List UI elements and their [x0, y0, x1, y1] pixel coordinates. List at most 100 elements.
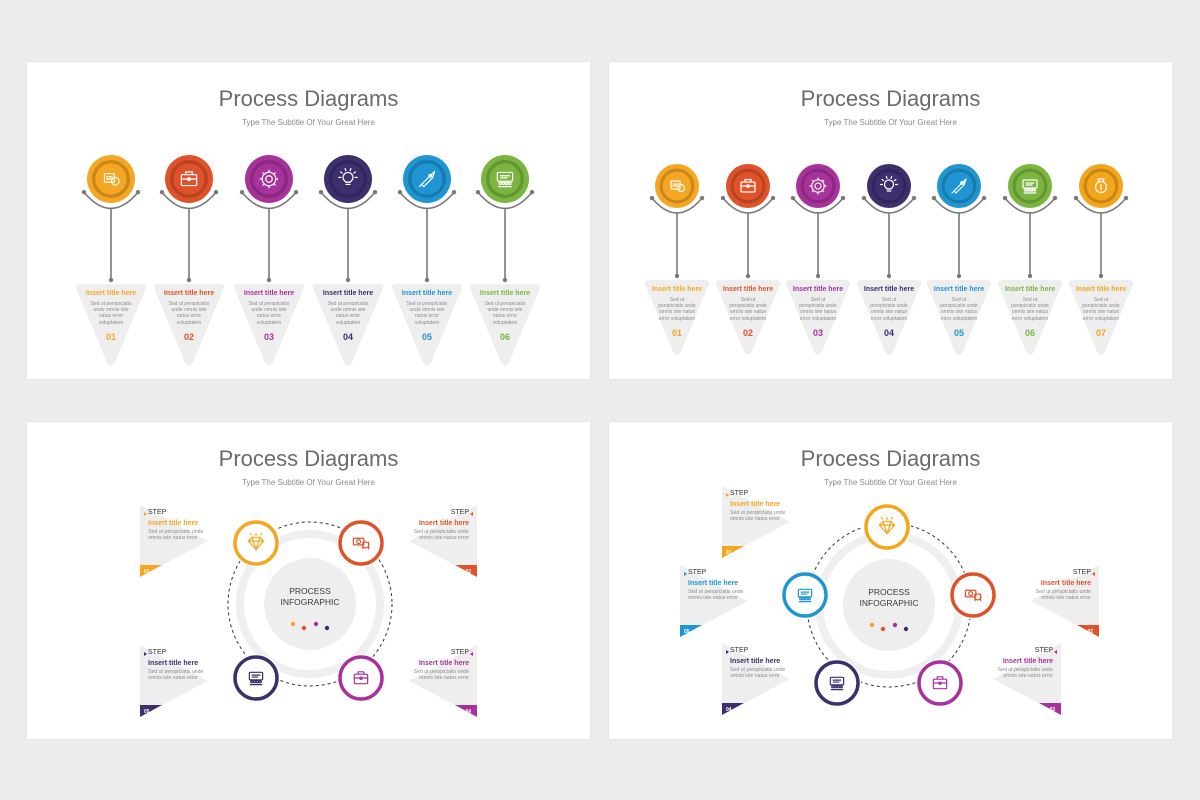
step-title: Insert title here: [163, 290, 215, 297]
pin-arc: [320, 191, 376, 209]
money-icon: [964, 589, 982, 602]
pin-arc-end-left: [1002, 195, 1008, 201]
process-pin-04: [312, 155, 384, 366]
triangle-panel: [233, 284, 305, 366]
step-label: STEP: [688, 569, 707, 576]
pin-stem-end: [674, 273, 680, 279]
step-desc: Sed ut perspiciatis unde omnis iste natu…: [90, 301, 132, 326]
step-number: 04: [465, 709, 471, 715]
step-label: STEP: [148, 649, 167, 656]
pin-arc-end-left: [931, 195, 937, 201]
process-pin-06: [997, 164, 1063, 355]
center-dot: [290, 621, 296, 627]
step-desc: Sed ut perspiciatis unde omnis iste natu…: [658, 297, 696, 322]
step-title: Insert title here: [863, 286, 915, 293]
step-number: 05: [144, 709, 150, 715]
pin-stem-end: [108, 277, 114, 283]
slide-2-art: [644, 164, 1134, 355]
pin-arc: [241, 191, 297, 209]
pin-arc: [477, 191, 533, 209]
triangle-panel: [75, 284, 147, 366]
node-circle: [864, 504, 910, 550]
step-title: Insert title here: [1075, 286, 1127, 293]
pin-stem-end: [502, 277, 508, 283]
node-circle: [233, 655, 279, 701]
slide-title: Process Diagrams: [218, 446, 399, 471]
step-marker: [144, 652, 147, 656]
center-dot: [301, 625, 307, 631]
slide-title: Process Diagrams: [800, 446, 981, 471]
step-title: Insert title here: [479, 290, 531, 297]
pin-arc-end-right: [840, 195, 846, 201]
center-disc: [264, 558, 356, 650]
callout-number-tab: [455, 565, 477, 577]
process-pin-03: [785, 164, 851, 355]
center-label: PROCESS INFOGRAPHIC: [280, 586, 340, 607]
slide-4-art: [680, 486, 1099, 715]
pin-stem-end: [956, 273, 962, 279]
step-desc: Sed ut perspiciatis unde omnis iste natu…: [799, 297, 837, 322]
step-number: 06: [499, 331, 510, 342]
ring-node-01: [863, 503, 911, 551]
center-disc: [843, 559, 935, 651]
briefcase-icon: [353, 671, 369, 685]
pin-arc: [1004, 197, 1056, 214]
pin-arc: [161, 191, 217, 209]
callout-triangle: [409, 645, 477, 717]
step-label: STEP: [450, 509, 469, 516]
step-desc: Sed ut perspiciatis unde omnis iste natu…: [1082, 297, 1120, 322]
callout-number-tab: [1077, 625, 1099, 637]
center-dot: [903, 626, 909, 632]
pin-arc-end-left: [397, 190, 403, 195]
pin-arc-end-left: [81, 190, 87, 195]
step-desc: Sed ut perspiciatis unde omnis iste natu…: [168, 301, 210, 326]
step-title: Insert title here: [243, 290, 295, 297]
callout-number-tab: [1039, 703, 1061, 715]
step-title: Insert title here: [418, 660, 469, 667]
briefcase-icon: [180, 171, 198, 187]
pin-arc-end-right: [451, 190, 457, 195]
slide-subtitle: Type The Subtitle Of Your Great Here: [824, 478, 957, 487]
triangle-panel: [785, 280, 851, 355]
step-number: 02: [1087, 629, 1093, 635]
step-desc: Sed ut perspiciatis unde omnis iste natu…: [730, 510, 786, 523]
pin-stem-end: [745, 273, 751, 279]
step-label: STEP: [730, 647, 749, 654]
triangle-panel: [715, 280, 781, 355]
gear-icon: [809, 177, 827, 195]
ring-node-05: [781, 571, 829, 619]
presentation-icon: [1022, 179, 1038, 194]
slide-1-art: [75, 155, 541, 366]
center-dot: [880, 626, 886, 632]
pin-arc: [83, 191, 139, 209]
step-label: STEP: [1034, 647, 1053, 654]
pin-arc-end-left: [1073, 195, 1079, 201]
step-marker: [726, 493, 729, 497]
step-desc: Sed ut perspiciatis unde omnis iste natu…: [406, 301, 448, 326]
pin-arc: [722, 197, 774, 214]
ring-node-04: [813, 659, 861, 707]
pin-stem-end: [266, 277, 272, 283]
step-callout-03: [993, 643, 1061, 715]
callout-triangle: [409, 505, 477, 577]
step-label: STEP: [148, 509, 167, 516]
center-dot: [892, 622, 898, 628]
pin-stem-end: [1098, 273, 1104, 279]
triangle-panel: [1068, 280, 1134, 355]
ring-node-02: [949, 571, 997, 619]
node-circle: [782, 572, 828, 618]
callout-number-tab: [140, 565, 162, 577]
ring-node-02: [337, 519, 385, 567]
presentation-icon: [248, 671, 264, 686]
step-desc: Sed ut perspiciatis unde omnis iste natu…: [1035, 589, 1091, 602]
pin-arc-end-right: [770, 195, 776, 201]
ring-node-01: [232, 519, 280, 567]
presentation-icon: [496, 171, 514, 188]
step-title: Insert title here: [418, 520, 469, 527]
pin-stem-end: [886, 273, 892, 279]
